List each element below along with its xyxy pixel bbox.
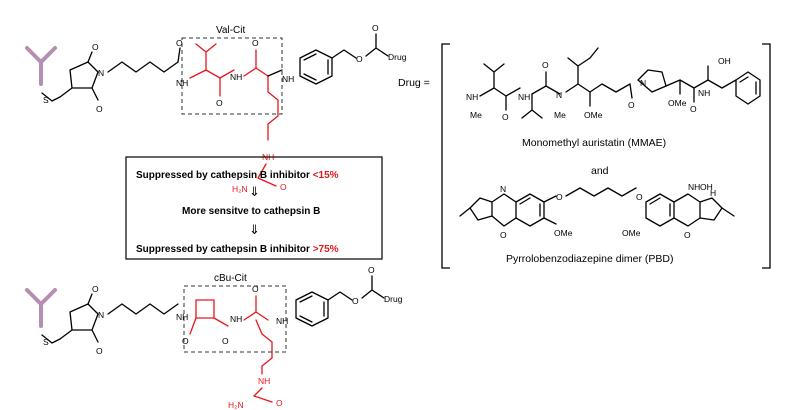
- oxygen-label: O: [372, 23, 379, 33]
- drug-label: Drug: [384, 294, 403, 304]
- amide-nh-label: NH: [276, 316, 288, 326]
- mmae-caption: Monomethyl auristatin (MMAE): [522, 137, 666, 149]
- effect-line1-value: <15%: [313, 170, 339, 181]
- oxygen-label: O: [222, 336, 229, 346]
- effect-box: Suppressed by cathepsin B inhibitor <15%…: [125, 156, 383, 260]
- oxygen-label: O: [542, 60, 549, 70]
- nitrogen-label: N: [98, 310, 104, 320]
- oh-label: OH: [718, 56, 731, 66]
- nh-label: NH: [466, 92, 478, 102]
- oxygen-label: O: [636, 192, 643, 202]
- oxygen-label: O: [252, 38, 259, 48]
- hydrogen-label: H: [710, 188, 716, 198]
- antibody-icon: [25, 46, 57, 86]
- amide-nh-label: NH: [176, 78, 188, 88]
- nh-label: NH: [518, 92, 530, 102]
- pbd-caption: Pyrrolobenzodiazepine dimer (PBD): [506, 253, 674, 265]
- oxygen-label: O: [556, 192, 563, 202]
- mmae-structure: NH Me O NH O N Me OMe O N OMe O: [466, 47, 761, 122]
- nitrogen-label: N: [556, 90, 562, 100]
- drug-panel: Drug = NH Me O NH O N Me OMe O N: [398, 43, 771, 269]
- left-bracket: [441, 43, 450, 269]
- oxygen-label: O: [500, 230, 507, 240]
- cbu-cit-label: cBu-Cit: [214, 273, 247, 284]
- amide-nh-label: NH: [230, 72, 242, 82]
- urea-nh-label: NH: [258, 376, 270, 386]
- effect-line3-value: >75%: [313, 244, 339, 255]
- oxygen-label: O: [628, 100, 635, 110]
- pbd-structure: N O O OMe O OMe NH OH O H: [459, 182, 735, 240]
- effect-line3-text: Suppressed by cathepsin B inhibitor: [136, 244, 313, 255]
- urea-nh2-label: H₂N: [232, 184, 248, 194]
- urea-oxygen-label: O: [276, 398, 283, 408]
- svg-text:Suppressed by cathepsin B inhi: Suppressed by cathepsin B inhibitor <15%: [136, 170, 339, 181]
- oxygen-label: O: [96, 346, 103, 356]
- oxygen-label: O: [352, 296, 359, 306]
- cbu-cit-box: [183, 285, 287, 353]
- and-text: and: [591, 165, 609, 177]
- nh-label: NH: [698, 88, 710, 98]
- methyl-label: Me: [470, 110, 482, 120]
- oh-label: OH: [700, 182, 713, 192]
- oxygen-label: O: [252, 284, 259, 294]
- oxygen-label: O: [182, 336, 189, 346]
- oxygen-label: O: [368, 265, 375, 275]
- oxygen-label: O: [92, 284, 99, 294]
- urea-oxygen-label: O: [280, 182, 287, 192]
- val-cit-label: Val-Cit: [216, 25, 245, 36]
- nitrogen-label: N: [98, 68, 104, 78]
- drug-equals-label: Drug =: [398, 77, 430, 89]
- oxygen-label: O: [684, 230, 691, 240]
- amide-nh-label: NH: [230, 314, 242, 324]
- oxygen-label: O: [96, 104, 103, 114]
- amide-nh-label: NH: [282, 74, 294, 84]
- effect-arrow-1: ⇓: [249, 184, 260, 199]
- oxygen-label: O: [690, 104, 697, 114]
- effect-line2-text: More sensitve to cathepsin B: [182, 206, 320, 217]
- ome-label: OMe: [554, 228, 573, 238]
- ome-label: OMe: [584, 110, 603, 120]
- amide-nh-label: NH: [176, 312, 188, 322]
- antibody-icon: [25, 288, 57, 328]
- urea-nh2-label: H₂N: [228, 400, 244, 410]
- ome-label: OMe: [622, 228, 641, 238]
- val-cit-box: [181, 37, 283, 115]
- svg-text:Suppressed by cathepsin B inhi: Suppressed by cathepsin B inhibitor >75%: [136, 244, 339, 255]
- top-molecule: S O O N O NH O NH O NH O H₂N NH: [25, 23, 407, 194]
- bottom-molecule: S O O N NH O O NH O NH O H₂N NH O O Drug: [25, 265, 403, 410]
- oxygen-label: O: [356, 54, 363, 64]
- effect-line1-text: Suppressed by cathepsin B inhibitor: [136, 170, 313, 181]
- nitrogen-label: N: [500, 184, 506, 194]
- effect-arrow-2: ⇓: [249, 222, 260, 237]
- oxygen-label: O: [502, 112, 509, 122]
- nh-label: NH: [688, 182, 700, 192]
- right-bracket: [762, 43, 771, 269]
- oxygen-label: O: [92, 42, 99, 52]
- oxygen-label: O: [176, 38, 183, 48]
- methyl-label: Me: [554, 110, 566, 120]
- nitrogen-label: N: [640, 78, 646, 88]
- drug-label: Drug: [388, 52, 407, 62]
- sulfur-label: S: [43, 337, 49, 347]
- ome-label: OMe: [668, 98, 687, 108]
- oxygen-label: O: [216, 98, 223, 108]
- sulfur-label: S: [43, 95, 49, 105]
